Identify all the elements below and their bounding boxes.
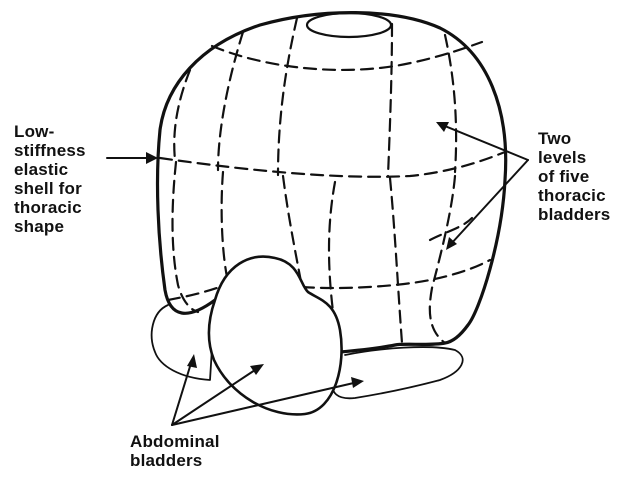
shell-label-line: thoracic — [14, 198, 86, 217]
abdominal-arrowhead-right — [351, 377, 364, 388]
top-cap — [307, 13, 391, 37]
shell-label-line: shell for — [14, 179, 86, 198]
abdominal-leader-left — [172, 360, 192, 425]
thoracic-label-line: levels — [538, 148, 610, 167]
thoracic-label-line: Two — [538, 129, 610, 148]
bladder-seams — [160, 18, 505, 345]
shell-label-line: Low- — [14, 122, 86, 141]
shell-label-line: shape — [14, 217, 86, 236]
thoracic-leader-lower — [450, 160, 528, 245]
abdominal-label-line: bladders — [130, 451, 220, 470]
thoracic-label-line: thoracic — [538, 186, 610, 205]
abdominal-bladder-right — [333, 347, 463, 398]
abdominal-label-line: Abdominal — [130, 432, 220, 451]
thoracic-label-line: of five — [538, 167, 610, 186]
thoracic-leader-upper — [440, 124, 528, 160]
seam-upper-ring — [212, 42, 482, 70]
abdominal-arrowhead-left — [187, 354, 197, 368]
shell-label: Low- stiffness elastic shell for thoraci… — [14, 122, 86, 236]
shell-arrowhead — [146, 152, 158, 164]
seam-middle-ring — [160, 152, 505, 177]
shell-label-line: stiffness — [14, 141, 86, 160]
thoracic-label-line: bladders — [538, 205, 610, 224]
thoracic-bladders-label: Two levels of five thoracic bladders — [538, 129, 610, 224]
abdominal-bladders-label: Abdominal bladders — [130, 432, 220, 470]
shell-label-line: elastic — [14, 160, 86, 179]
